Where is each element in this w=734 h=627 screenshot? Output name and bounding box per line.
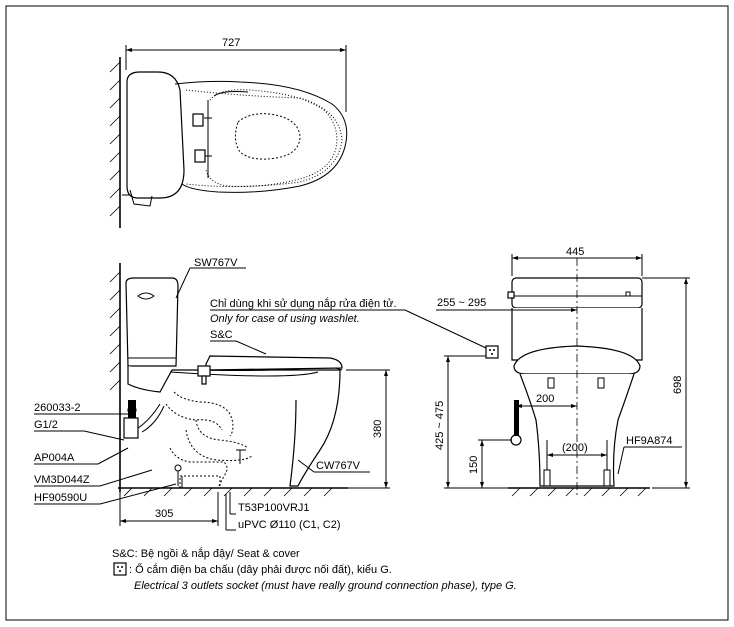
label-ap004a: AP004A [34,452,75,464]
label-hf9a874: HF9A874 [626,435,672,447]
label-cw767v: CW767V [316,460,361,472]
socket-range-dim: 255 ~ 295 [437,297,486,309]
rim-height-dim: 380 [372,420,384,438]
drawing-border [5,5,729,621]
supply-offset-dim: 200 [536,393,554,405]
front-height-dim: 698 [672,376,684,394]
label-vm3d044z: VM3D044Z [34,474,90,486]
label-upvc: uPVC Ø110 (C1, C2) [238,519,341,531]
supply-height-range-dim: 425 ~ 475 [434,401,446,450]
top-view: 727 [109,37,348,228]
label-t53p: T53P100VRJ1 [238,502,310,514]
outlet-offset-dim: 305 [155,508,173,520]
label-seat-model: S&C [210,329,233,341]
side-view: 380 305 SW767V Chỉ dùng khi sử dụng nắp … [34,257,405,531]
top-width-dim: 727 [222,37,240,49]
note-en: Only for case of using washlet. [210,313,360,325]
legend-socket-vi: : Ổ cắm điện ba chấu (dây phải được nối … [129,563,392,576]
bolt-spacing-dim: (200) [562,442,588,454]
label-g12: G1/2 [34,419,58,431]
socket-icon [113,562,127,576]
label-tank-model: SW767V [194,257,238,269]
front-width-dim: 445 [566,246,584,258]
legend-socket-en: Electrical 3 outlets socket (must have r… [134,580,517,592]
front-view: 445 255 ~ 295 698 200 425 ~ 475 150 [404,246,690,497]
note-vi: Chỉ dùng khi sử dụng nắp rửa điện tử. [210,297,397,310]
label-hf90590u: HF90590U [34,492,87,504]
legend-seat-cover: S&C: Bệ ngồi & nắp đậy/ Seat & cover [112,547,300,560]
label-260033: 260033-2 [34,402,81,414]
legend: S&C: Bệ ngồi & nắp đậy/ Seat & cover : Ổ… [112,547,517,592]
supply-low-dim: 150 [468,456,480,474]
